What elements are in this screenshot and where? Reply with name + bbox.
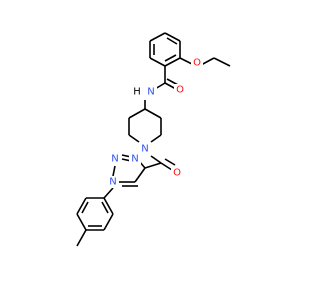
bond bbox=[128, 134, 140, 143]
bond bbox=[103, 213, 114, 231]
bond bbox=[150, 134, 162, 143]
bond-double bbox=[164, 54, 177, 62]
label-bg bbox=[171, 167, 183, 179]
bond bbox=[76, 197, 87, 215]
bond bbox=[76, 229, 87, 247]
bond-double bbox=[81, 201, 89, 214]
bond-double bbox=[164, 158, 176, 166]
amide-nitrogen-label: N bbox=[147, 87, 154, 98]
bond bbox=[134, 167, 146, 183]
amide-hydrogen-label: H bbox=[133, 87, 141, 98]
bond bbox=[128, 108, 146, 119]
label-bg bbox=[174, 84, 186, 96]
label-bg bbox=[131, 86, 143, 98]
bond-double bbox=[166, 37, 178, 45]
label-bg bbox=[191, 57, 203, 69]
bond bbox=[164, 57, 181, 67]
bond bbox=[160, 162, 173, 171]
label-bg bbox=[109, 153, 121, 165]
bond-lines bbox=[76, 32, 231, 247]
ether-oxygen-label: O bbox=[193, 58, 201, 69]
bond-double bbox=[101, 201, 109, 214]
atom-labels: O O N H N O N N N bbox=[107, 57, 203, 188]
triazole-n3-label: N bbox=[131, 154, 138, 165]
triazole-n1-label: N bbox=[109, 177, 116, 188]
bond bbox=[144, 108, 162, 119]
label-bg bbox=[145, 86, 157, 98]
bond bbox=[149, 57, 166, 67]
carbonyl-oxygen-label: O bbox=[173, 168, 181, 179]
label-bg bbox=[129, 153, 141, 165]
bond bbox=[149, 32, 166, 42]
bond bbox=[179, 57, 193, 65]
amide-oxygen-label: O bbox=[176, 85, 184, 96]
bond bbox=[112, 165, 116, 177]
label-bg bbox=[139, 143, 151, 155]
bond bbox=[103, 187, 114, 199]
label-bg bbox=[107, 176, 119, 188]
bond bbox=[213, 57, 231, 67]
molecule-structure: O O N H N O N N N bbox=[76, 32, 231, 247]
bond bbox=[103, 197, 114, 215]
triazole-n2-label: N bbox=[111, 154, 118, 165]
bond bbox=[76, 213, 87, 231]
bond bbox=[200, 57, 215, 66]
bond bbox=[150, 155, 162, 164]
bond bbox=[164, 32, 181, 42]
piperidine-nitrogen-label: N bbox=[141, 144, 148, 155]
bond bbox=[144, 162, 162, 169]
